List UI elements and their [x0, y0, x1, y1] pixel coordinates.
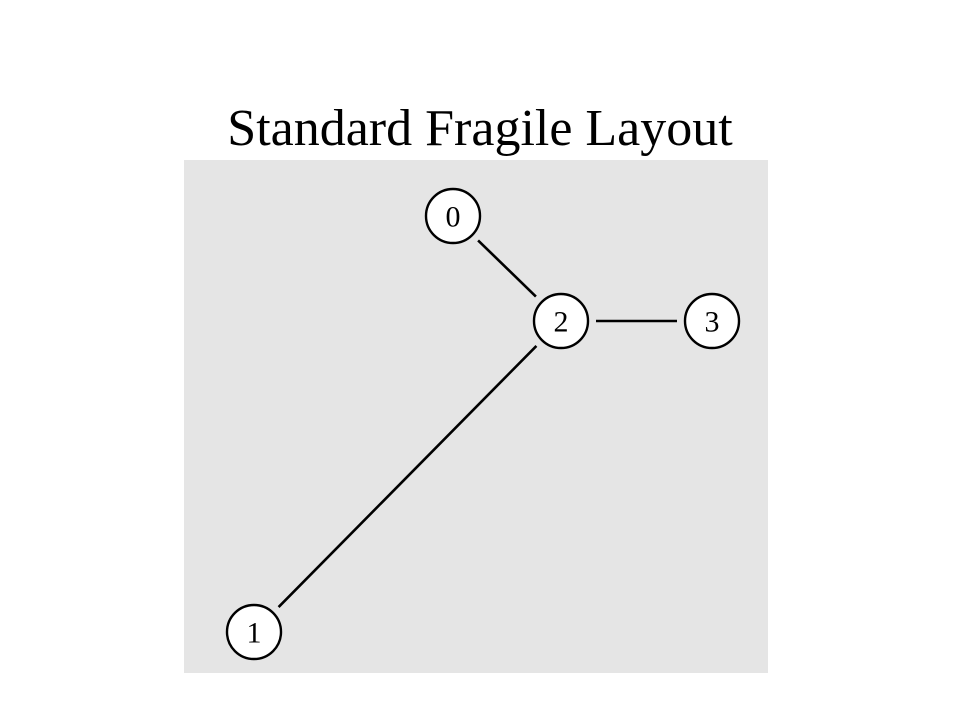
nodes-layer: 0 1 2 3 [225, 187, 741, 661]
node-circle [424, 187, 482, 245]
node-2: 2 [532, 292, 590, 350]
edges-layer [277, 239, 677, 609]
edge-2-1 [277, 344, 538, 609]
node-label: 0 [446, 201, 461, 234]
node-1: 1 [225, 603, 283, 661]
edge-0-2 [477, 239, 537, 298]
node-0: 0 [424, 187, 482, 245]
graph-panel: 0 1 2 3 [184, 160, 768, 673]
node-circle [683, 292, 741, 350]
node-label: 1 [247, 617, 262, 650]
node-label: 2 [554, 306, 569, 339]
node-circle [532, 292, 590, 350]
slide-title: Standard Fragile Layout [227, 100, 733, 157]
node-label: 3 [705, 306, 720, 339]
graph-diagram: 0 1 2 3 [225, 187, 741, 661]
node-3: 3 [683, 292, 741, 350]
node-circle [225, 603, 283, 661]
